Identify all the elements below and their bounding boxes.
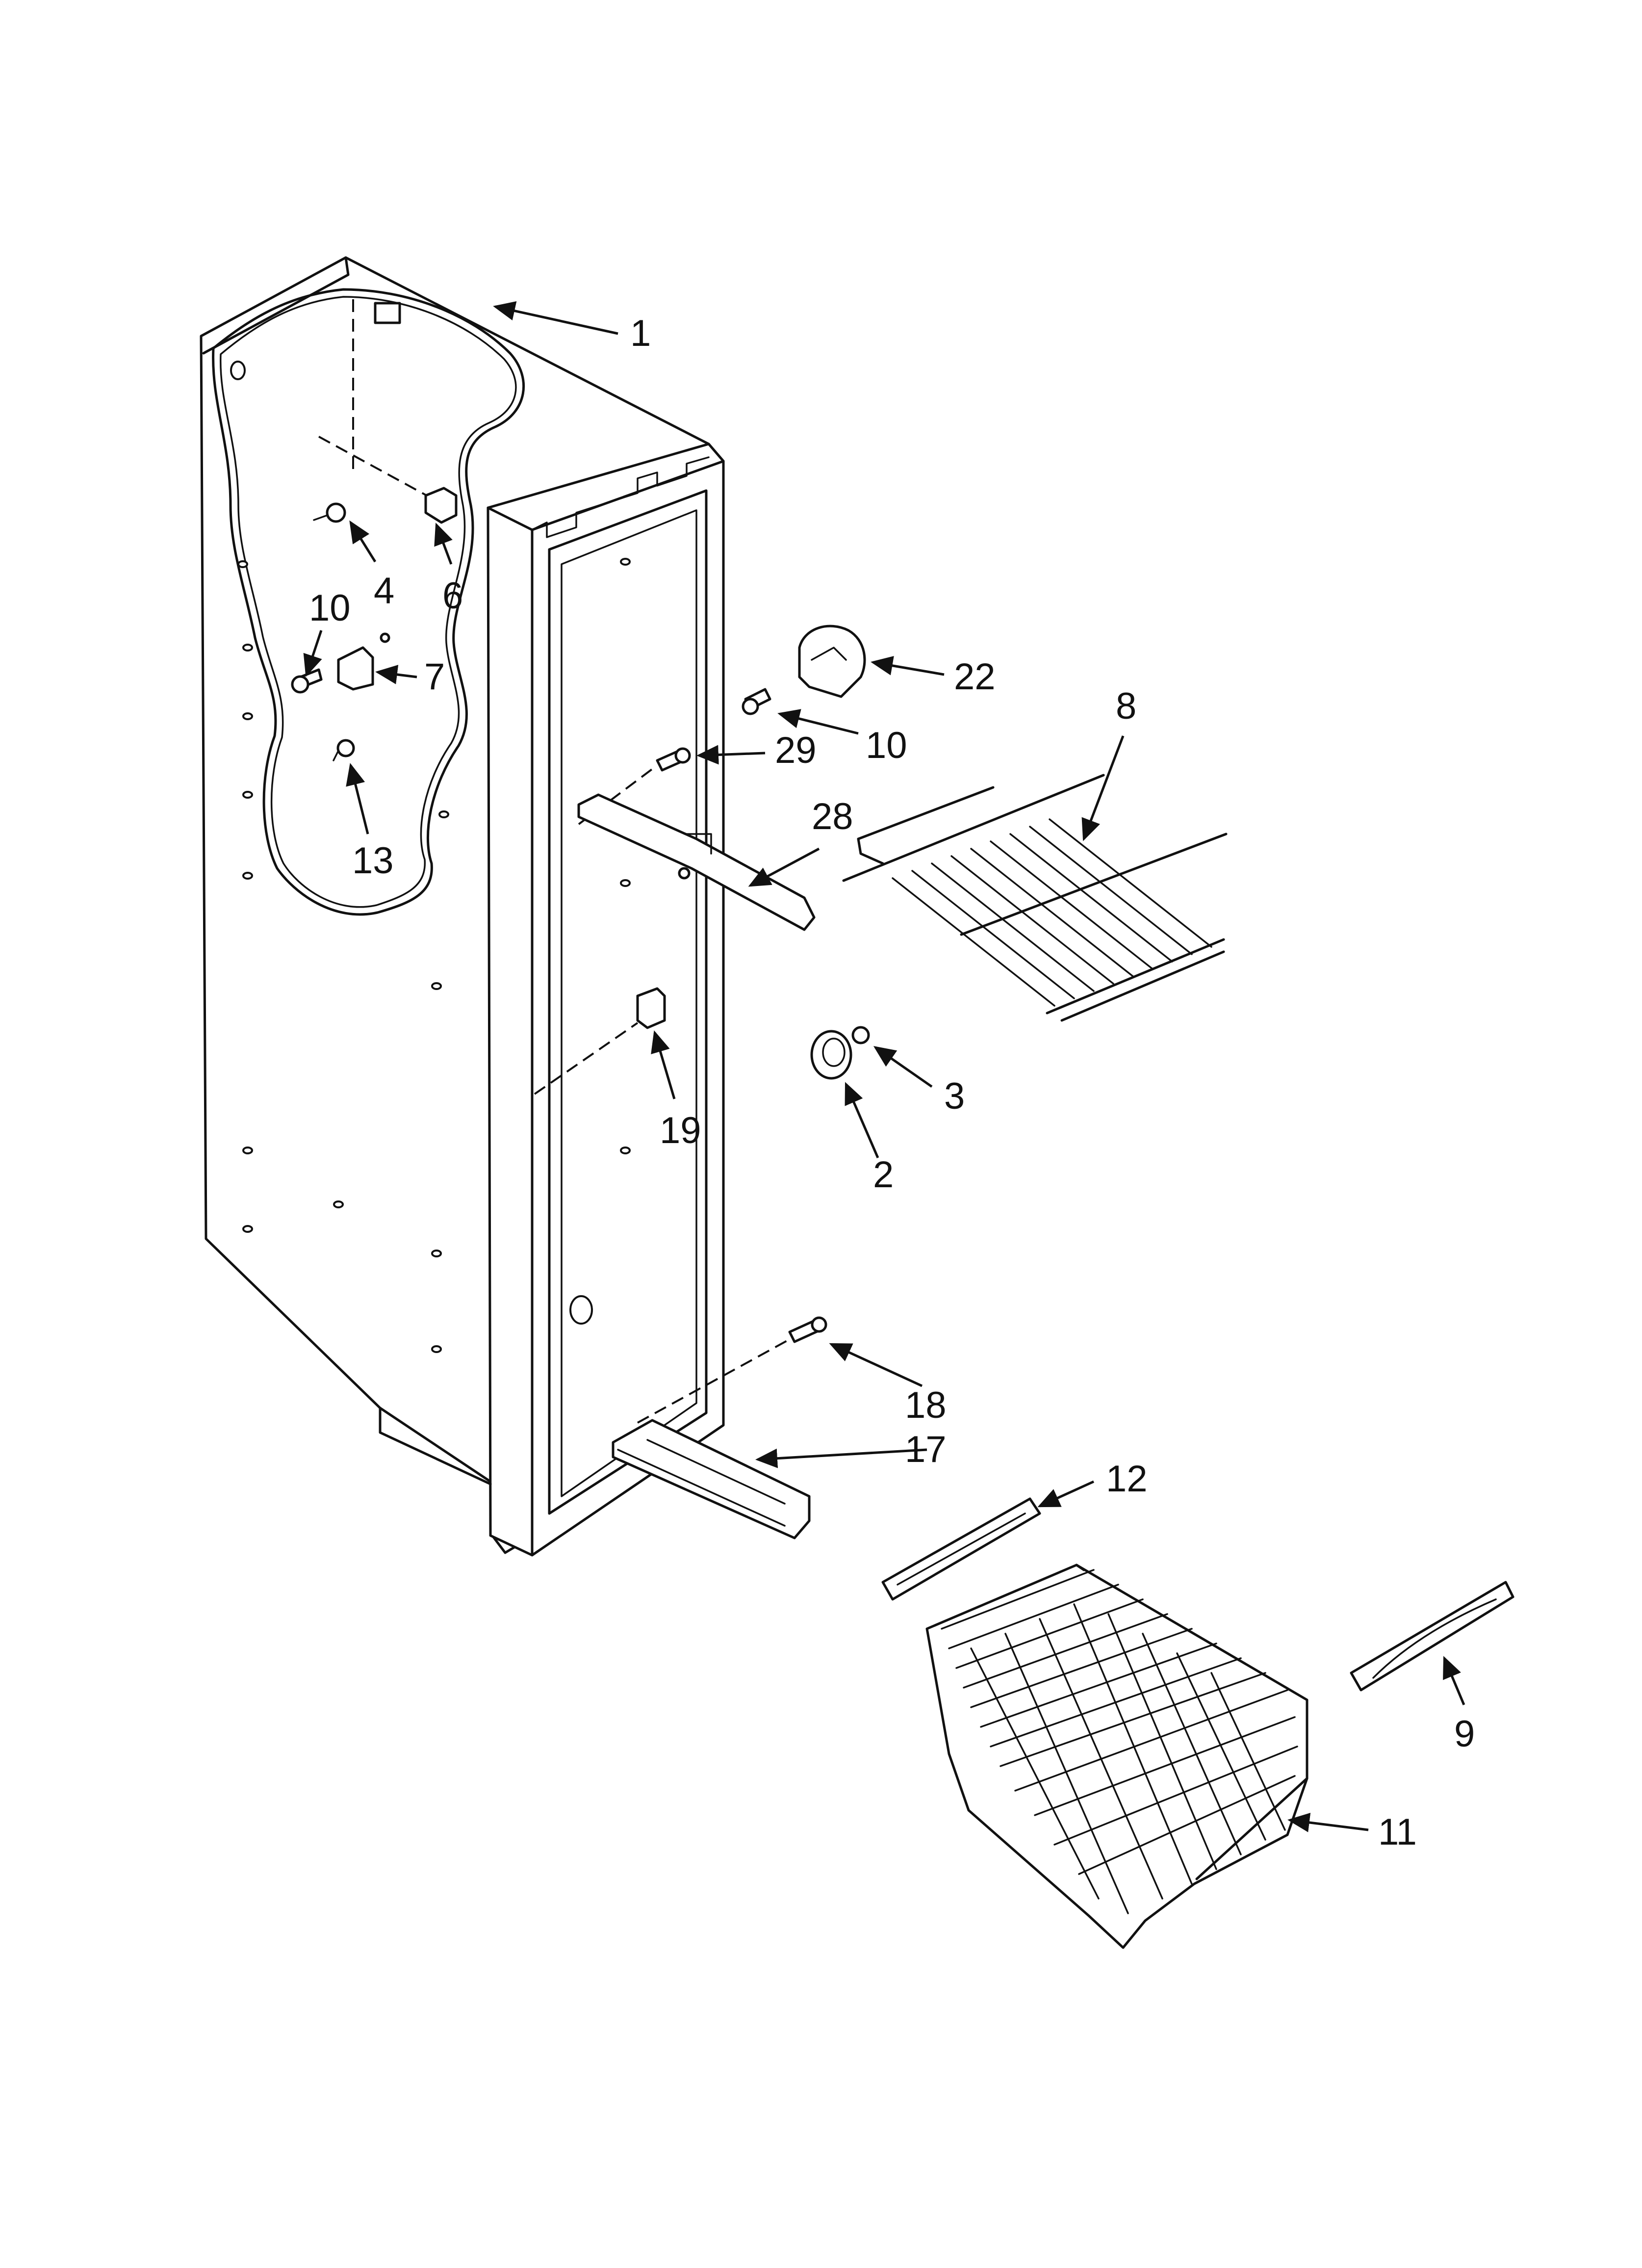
callout-12: 12 [1106,1458,1148,1500]
callout-10-right: 10 [866,725,907,766]
leader-arrows [303,301,1465,1832]
callout-18: 18 [905,1384,947,1426]
bracket-part-7 [337,632,390,691]
screw-part-29 [656,747,691,772]
stud-part-3 [851,1026,870,1044]
wire-basket-part-11 [925,1564,1308,1949]
screw-part-18 [788,1316,827,1343]
callout-1: 1 [630,313,651,354]
freezer-liner-cabinet [200,256,725,1557]
callout-22: 22 [954,656,996,698]
callout-labels: 1 4 6 10 7 13 22 10 29 8 28 3 2 19 18 17… [309,313,1475,1853]
switch-part-19 [636,987,666,1029]
handle-part-12 [881,1497,1041,1601]
callout-19: 19 [660,1110,701,1151]
stud-part-4 [313,502,346,523]
shelf-rail-part-28 [577,793,816,931]
callout-8: 8 [1116,685,1136,727]
shelf-support-part-22 [798,625,866,698]
callout-9: 9 [1454,1713,1475,1755]
handle-part-9 [1350,1581,1514,1692]
stud-part-13 [333,739,355,761]
clip-part-6 [424,487,458,524]
screw-part-10-right [742,688,771,715]
callout-11: 11 [1378,1811,1417,1853]
callout-28: 28 [812,796,853,837]
callout-3: 3 [944,1075,965,1117]
callout-10-left: 10 [309,587,351,629]
wire-shelf-part-8 [842,774,1228,1022]
drawer-front-part-17 [612,1419,811,1539]
cabinet-holes [230,302,631,1353]
roller-part-2 [810,1030,852,1080]
callout-7: 7 [424,656,445,698]
callout-29: 29 [775,730,817,771]
callout-13: 13 [352,840,394,882]
callout-17: 17 [905,1429,947,1470]
callout-4: 4 [374,570,394,612]
callout-6: 6 [442,575,463,617]
callout-2: 2 [873,1154,894,1196]
